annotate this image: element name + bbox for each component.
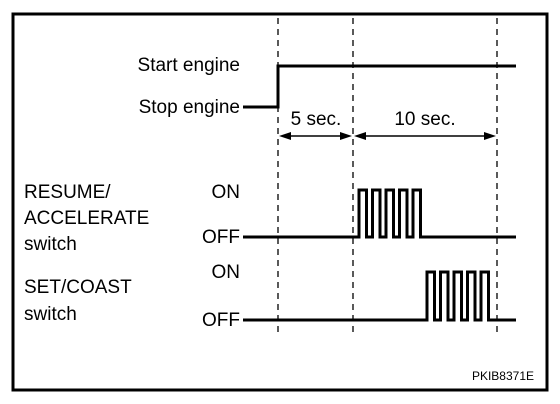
set-switch-waveform	[243, 270, 516, 322]
interval-5sec-arrow	[279, 132, 352, 140]
start-engine-label: Start engine	[138, 55, 240, 76]
set-switch-label-line-1: SET/COAST	[24, 277, 132, 298]
set-switch-label-line-2: switch	[24, 304, 77, 325]
interval-10sec-label: 10 sec.	[394, 109, 455, 130]
interval-10sec-arrow	[354, 132, 496, 140]
stop-engine-label: Stop engine	[139, 97, 240, 118]
interval-5sec-label: 5 sec.	[291, 109, 342, 130]
diagram-frame	[11, 12, 549, 392]
resume-switch-waveform	[243, 188, 516, 239]
resume-off-label: OFF	[202, 227, 240, 248]
figure-code: PKIB8371E	[472, 369, 534, 383]
resume-switch-label-line-2: ACCELERATE	[24, 208, 149, 229]
set-on-label: ON	[212, 262, 241, 283]
set-off-label: OFF	[202, 310, 240, 331]
resume-switch-label-line-3: switch	[24, 234, 77, 255]
resume-on-label: ON	[212, 182, 241, 203]
engine-waveform	[243, 64, 516, 109]
resume-switch-label-line-1: RESUME/	[24, 182, 111, 203]
